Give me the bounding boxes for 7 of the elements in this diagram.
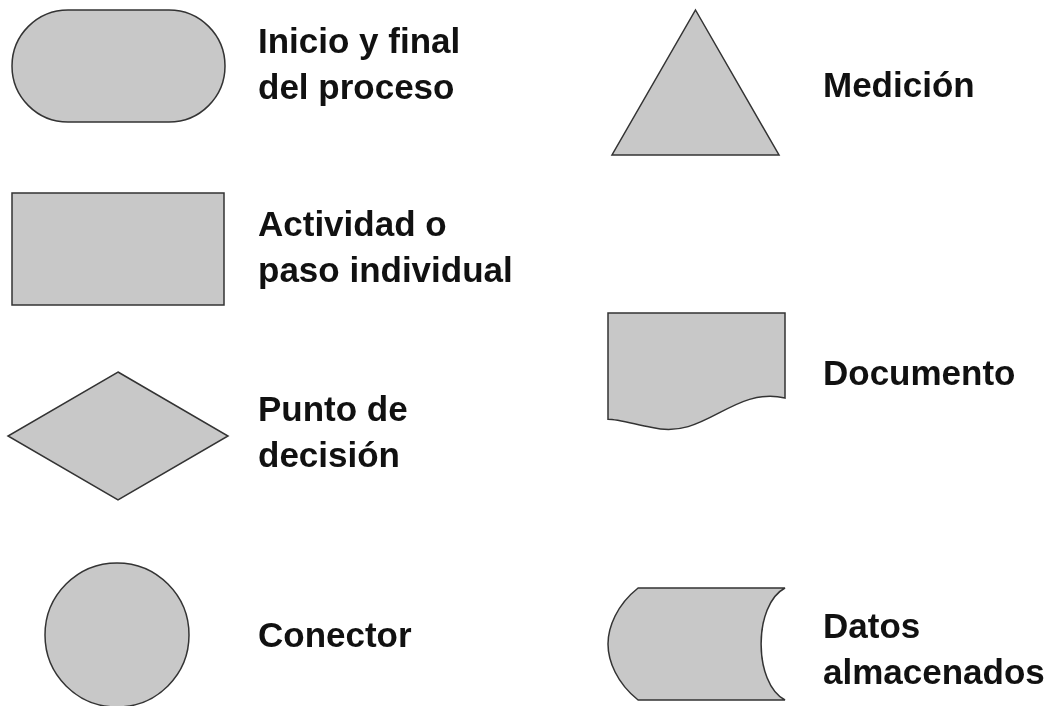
symbol-label: Documento [823,352,1017,394]
symbol-label: Datos almacenados [823,605,1046,693]
symbol-label: Inicio y final del proceso [258,20,462,108]
symbol-label: Conector [258,614,413,656]
symbol-label: Punto de decisión [258,388,409,476]
symbol-label: Medición [823,64,976,106]
symbol-label: Actividad o paso individual [258,203,514,291]
